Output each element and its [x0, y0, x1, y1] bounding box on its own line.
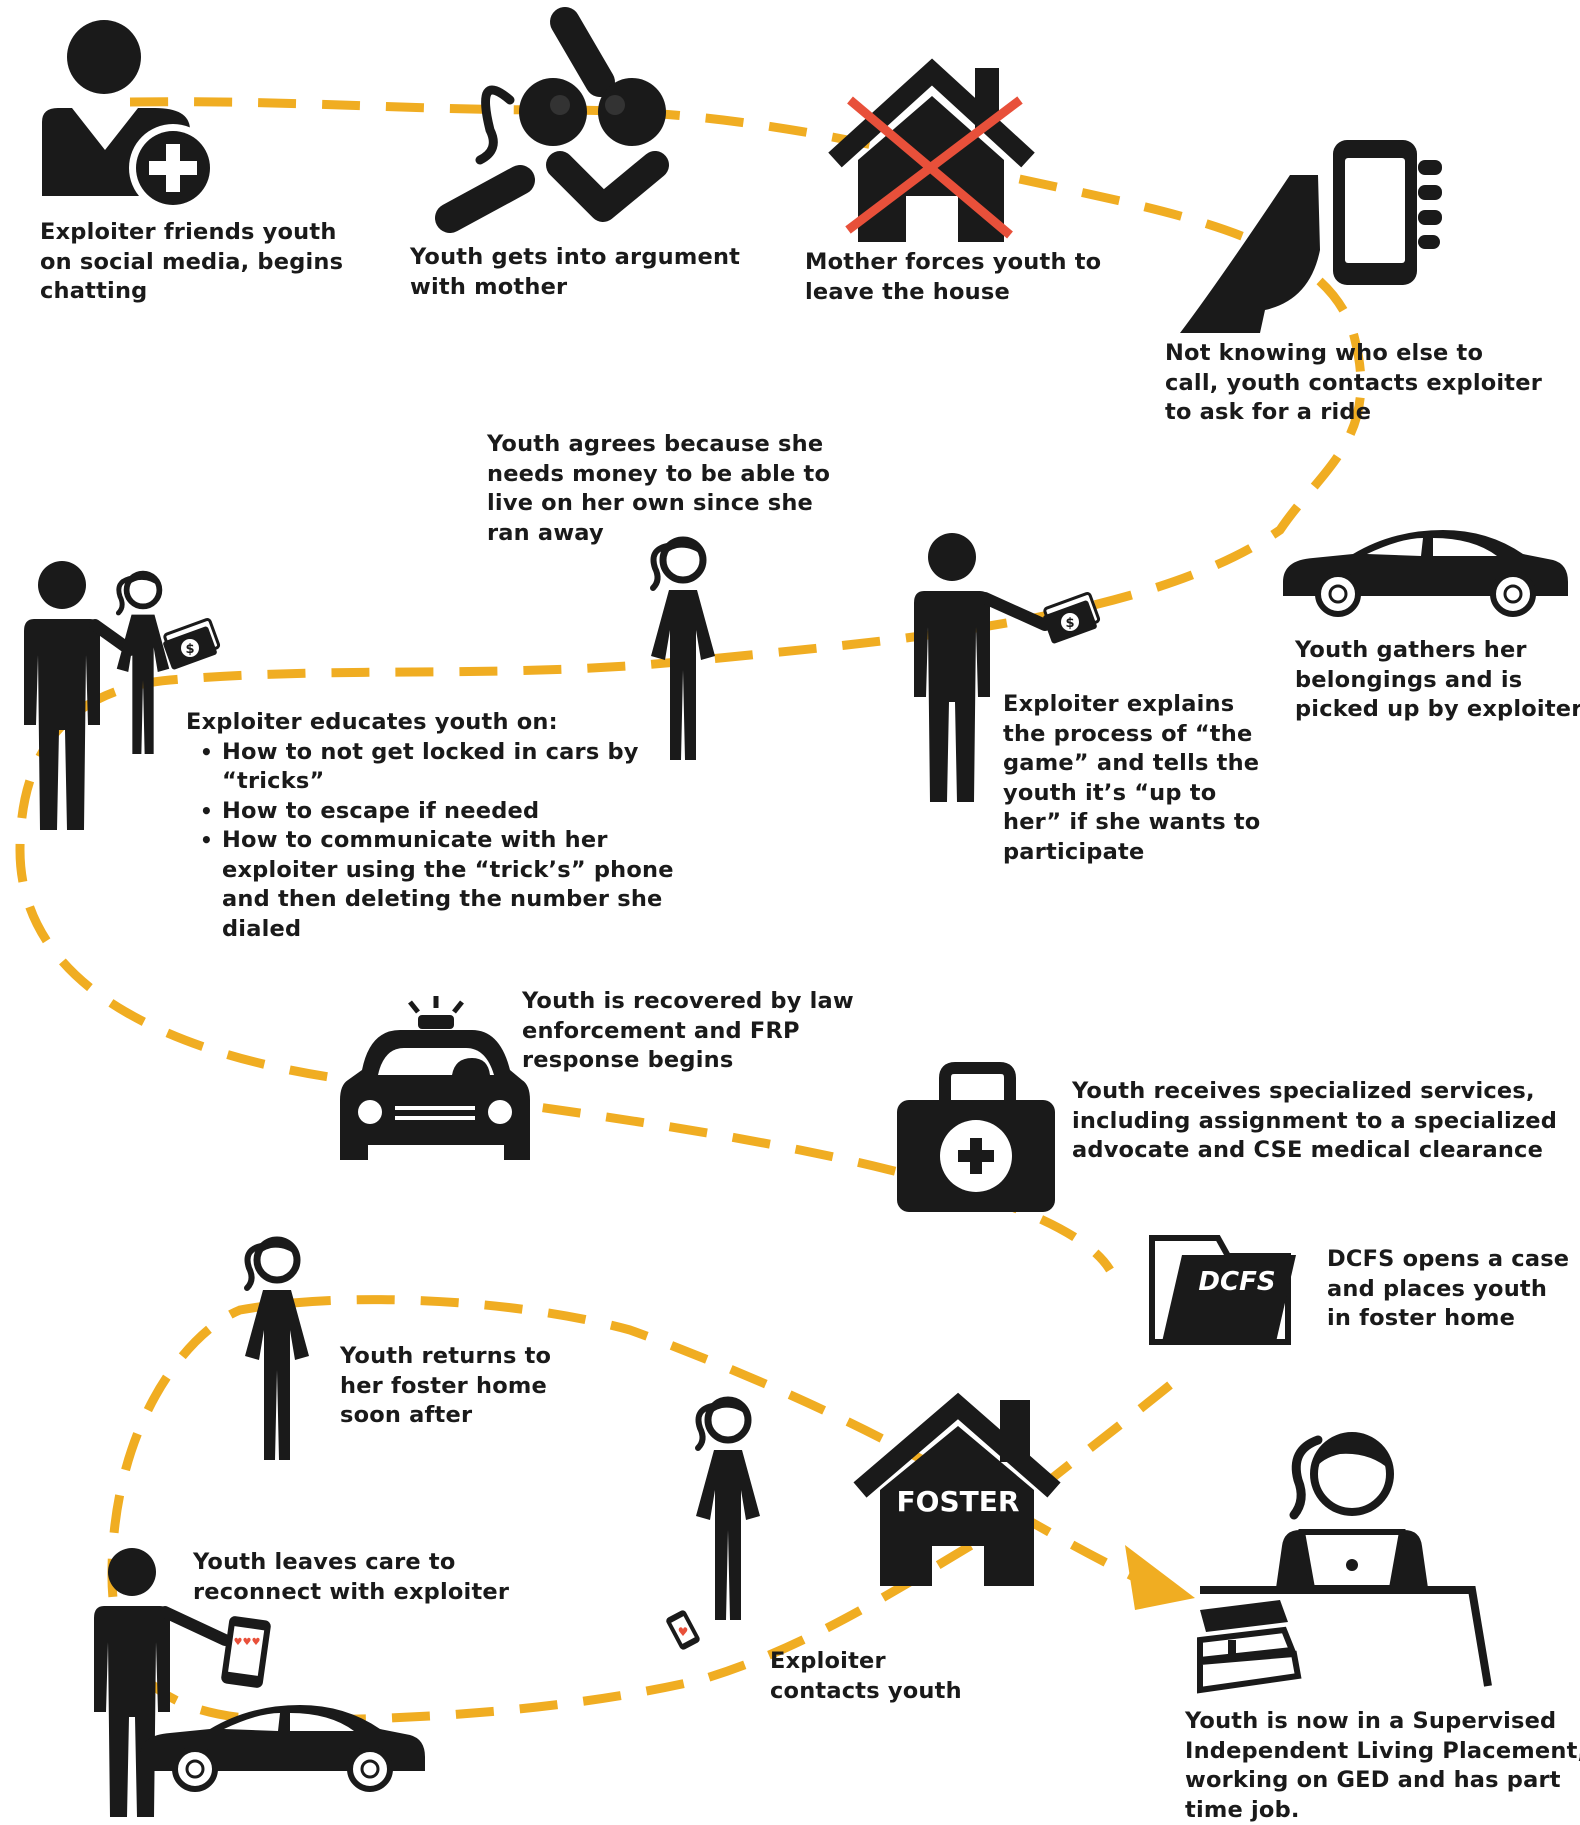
step-independent-living: Youth is now in a Supervised Independent… — [1185, 1708, 1580, 1823]
educates-list: How to not get locked in cars by “tricks… — [186, 738, 674, 945]
list-item: How to escape if needed — [200, 797, 674, 827]
phone-hand-icon — [1180, 140, 1442, 333]
profile-add-icon — [42, 20, 217, 212]
arrow-head — [1125, 1545, 1195, 1610]
dcfs-folder-icon: DCFS — [1149, 1235, 1296, 1345]
list-item: How to not get locked in cars by “tricks… — [200, 738, 674, 797]
foster-house-icon: FOSTER — [853, 1392, 1061, 1586]
exploiter-money-icon — [914, 533, 1101, 802]
youth-at-desk-icon — [1197, 1432, 1492, 1694]
youth-phone-icon: ♥ — [666, 1398, 760, 1650]
foster-label: FOSTER — [897, 1485, 1020, 1518]
step-specialized-services: Youth receives specialized services, inc… — [1072, 1078, 1558, 1163]
step-exploiter-friends: Exploiter friends youth on social media,… — [40, 219, 344, 304]
medical-kit-icon — [897, 1062, 1055, 1212]
argument-icon — [435, 7, 669, 233]
step-youth-agrees: Youth agrees because she needs money to … — [487, 431, 831, 546]
svg-text:♥: ♥ — [678, 1625, 689, 1639]
step-recovered: Youth is recovered by law enforcement an… — [522, 988, 854, 1073]
car-icon — [1283, 530, 1568, 614]
youth-returning-icon — [245, 1238, 309, 1460]
exploiter-with-youth-icon — [24, 561, 221, 830]
step-mother-forces: Mother forces youth to leave the house — [805, 249, 1102, 305]
step-explains-game: Exploiter explains the process of “the g… — [1003, 691, 1261, 865]
step-contacts-exploiter: Not knowing who else to call, youth cont… — [1165, 340, 1543, 425]
house-crossed-icon — [828, 58, 1035, 242]
folder-label: DCFS — [1198, 1267, 1275, 1297]
step-educates: Exploiter educates youth on: How to not … — [186, 708, 674, 944]
step-exploiter-contacts: Exploiter contacts youth — [770, 1648, 962, 1704]
step-leaves-care: Youth leaves care to reconnect with expl… — [193, 1549, 510, 1605]
educates-heading: Exploiter educates youth on: — [186, 709, 558, 735]
exploiter-phone-car-icon: ♥♥♥ — [94, 1548, 425, 1817]
step-picked-up: Youth gathers her belongings and is pick… — [1295, 637, 1580, 722]
list-item: How to communicate with her exploiter us… — [200, 826, 674, 944]
police-car-icon — [340, 996, 530, 1160]
step-returns-foster: Youth returns to her foster home soon af… — [340, 1343, 552, 1428]
step-dcfs-opens: DCFS opens a case and places youth in fo… — [1327, 1246, 1570, 1331]
step-argument: Youth gets into argument with mother — [410, 244, 741, 300]
svg-text:♥♥♥: ♥♥♥ — [234, 1637, 261, 1648]
